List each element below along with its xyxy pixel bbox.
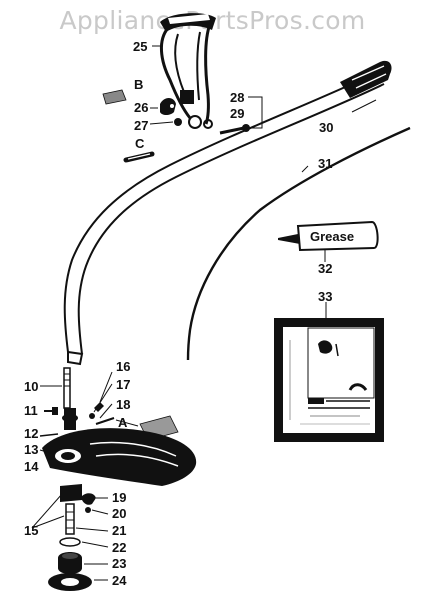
clamp-knob-part-26 <box>160 98 176 115</box>
part-label-19: 19 <box>112 490 126 505</box>
grease-tube-part-32: Grease <box>278 220 379 252</box>
handle-part-25 <box>160 13 216 129</box>
part-c-rod <box>123 151 155 163</box>
part-label-12: 12 <box>24 426 38 441</box>
nut-part-27 <box>174 118 182 126</box>
shaft-part-30 <box>63 60 392 366</box>
owners-manual-part-33 <box>274 318 384 442</box>
part-number-labels: 25 B 26 27 C 28 29 30 31 32 33 10 11 12 … <box>24 39 333 588</box>
part-label-25: 25 <box>133 39 147 54</box>
part-label-33: 33 <box>318 289 332 304</box>
part-label-18: 18 <box>116 397 130 412</box>
part-label-13: 13 <box>24 442 38 457</box>
part-label-24: 24 <box>112 573 127 588</box>
drive-cable-part-31 <box>186 126 411 361</box>
grease-label: Grease <box>310 229 354 244</box>
part-label-29: 29 <box>230 106 244 121</box>
trimmer-head-assembly <box>39 367 197 591</box>
part-label-23: 23 <box>112 556 126 571</box>
part-label-26: 26 <box>134 100 148 115</box>
part-label-14: 14 <box>24 459 39 474</box>
part-label-11: 11 <box>24 403 38 418</box>
leader-lines <box>31 45 377 581</box>
part-label-21: 21 <box>112 523 126 538</box>
part-label-28: 28 <box>230 90 244 105</box>
part-label-30: 30 <box>319 120 333 135</box>
part-b-tag <box>102 89 127 105</box>
part-label-a: A <box>118 415 128 430</box>
part-label-22: 22 <box>112 540 126 555</box>
part-label-27: 27 <box>134 118 148 133</box>
part-label-32: 32 <box>318 261 332 276</box>
part-label-20: 20 <box>112 506 126 521</box>
part-label-16: 16 <box>116 359 130 374</box>
part-label-b: B <box>134 77 143 92</box>
part-label-10: 10 <box>24 379 38 394</box>
screw-part-29 <box>219 124 250 135</box>
part-label-c: C <box>135 136 145 151</box>
part-label-17: 17 <box>116 377 130 392</box>
part-label-15: 15 <box>24 523 38 538</box>
part-label-31: 31 <box>318 156 332 171</box>
